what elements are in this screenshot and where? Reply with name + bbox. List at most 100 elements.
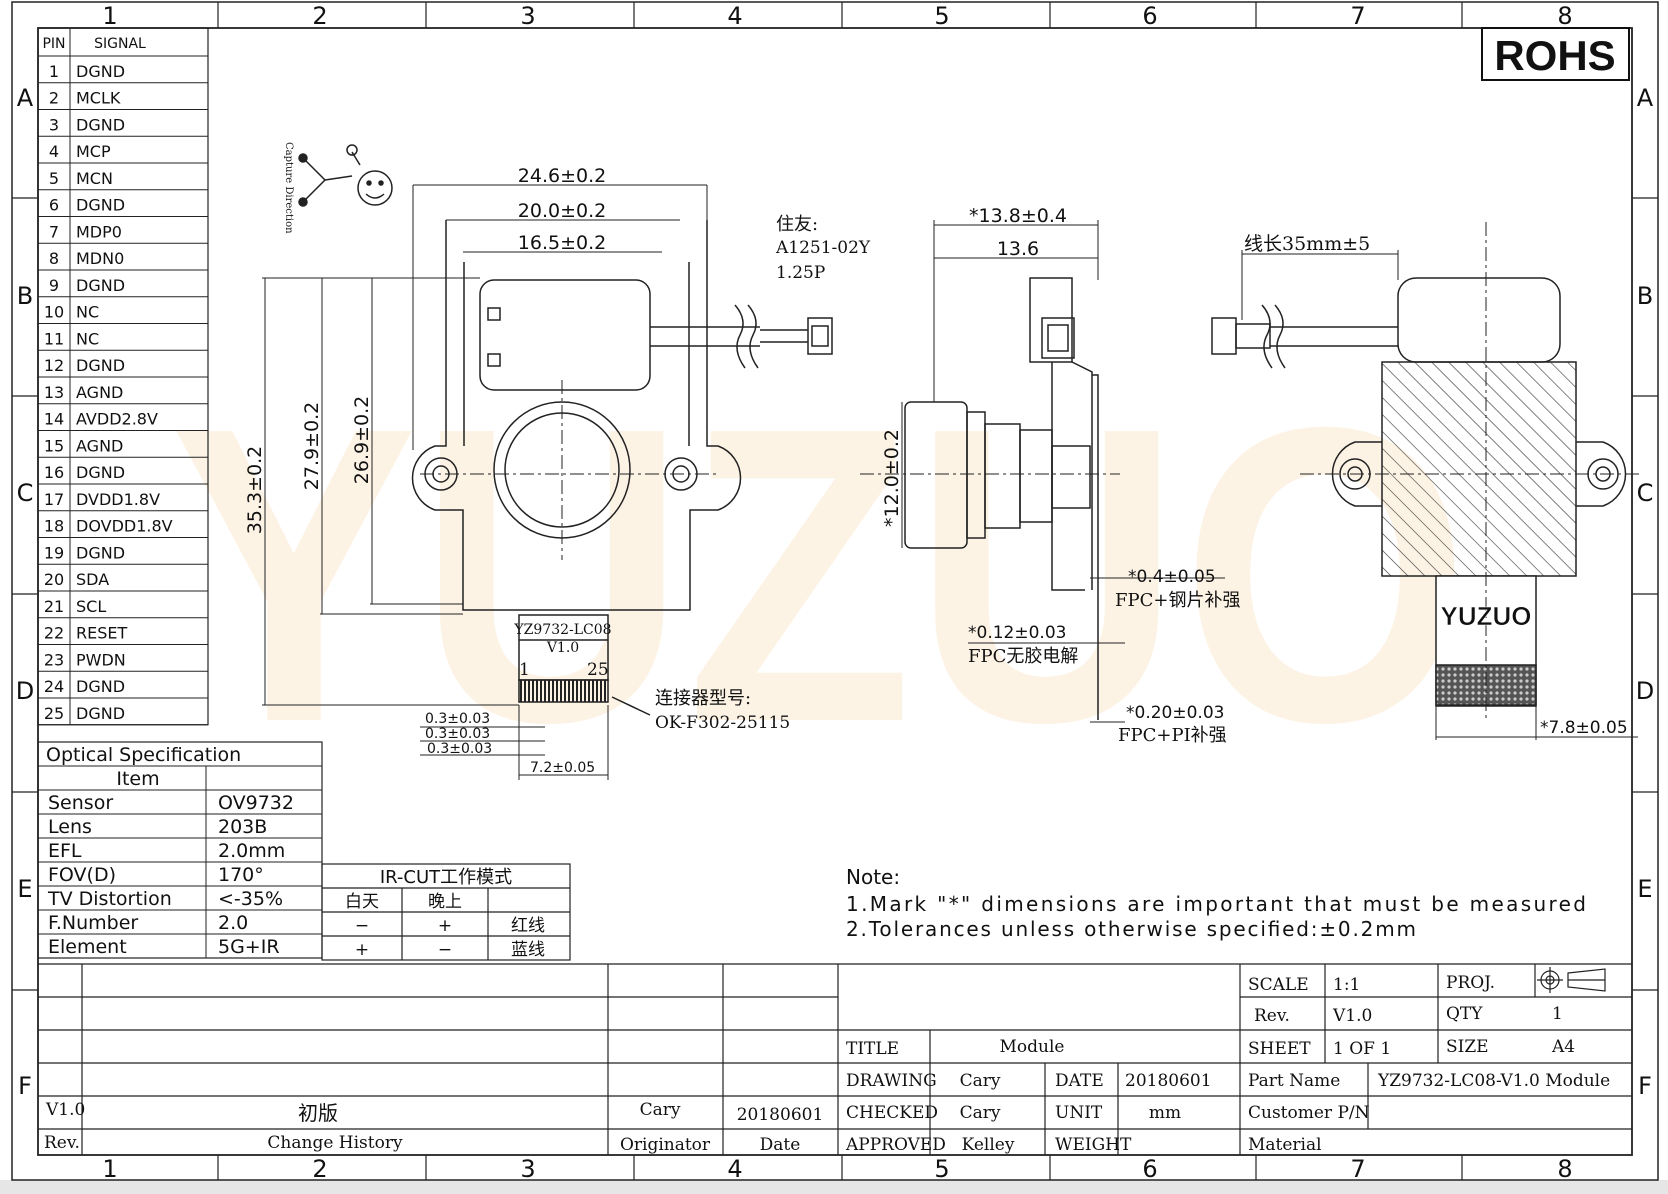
optical-item: Lens — [48, 816, 92, 838]
grid-row-right: C — [1637, 479, 1654, 507]
tb-checked-value: Cary — [960, 1103, 1001, 1123]
board-label-1: YZ9732-LC08 — [513, 622, 611, 638]
tb-qty-value: 1 — [1552, 1004, 1563, 1024]
capture-direction-icon — [298, 144, 393, 207]
side-dimension-lines — [901, 220, 1225, 723]
grid-col-bottom: 6 — [1142, 1155, 1157, 1183]
pin-number: 10 — [44, 303, 64, 322]
grid-row-left: F — [18, 1072, 32, 1100]
tb-sheet-label: SHEET — [1248, 1039, 1311, 1059]
tb-scale-value: 1:1 — [1333, 975, 1360, 995]
fpc-pin-last: 25 — [587, 660, 609, 680]
back-logo: YUZUO — [1441, 601, 1532, 631]
optical-item: F.Number — [48, 912, 138, 934]
side-dim-width-1: *13.8±0.4 — [969, 205, 1067, 227]
tb-title-label: TITLE — [846, 1039, 899, 1059]
pin-signal: NC — [76, 303, 99, 322]
pin-signal: DGND — [76, 463, 125, 482]
connector-vendor: 住友: — [776, 214, 818, 235]
grid-col-bottom: 7 — [1350, 1155, 1365, 1183]
optical-item: EFL — [48, 840, 82, 862]
outer-frame — [11, 1, 1659, 1181]
bottom-scroll-strip[interactable] — [0, 1180, 1668, 1194]
grid-col-top: 5 — [934, 2, 949, 30]
pin-number: 25 — [44, 704, 64, 723]
watermark: YUZUO — [170, 341, 1470, 810]
fpc-connector-label: 连接器型号: — [655, 688, 751, 709]
pin-signal: MDN0 — [76, 249, 124, 268]
tb-change-history: Change History — [267, 1133, 403, 1153]
tb-size-value: A4 — [1551, 1037, 1575, 1057]
pin-signal: DGND — [76, 543, 125, 562]
tb-approved-value: Kelley — [962, 1135, 1015, 1155]
tb-unit-value: mm — [1149, 1103, 1181, 1123]
tb-title-value: Module — [1000, 1037, 1065, 1057]
front-dim-width-3: 16.5±0.2 — [518, 232, 606, 254]
tb-date2-label: DATE — [1055, 1071, 1104, 1091]
optical-value: 2.0mm — [218, 840, 285, 862]
grid-row-right: F — [1638, 1072, 1652, 1100]
pin-signal: AGND — [76, 383, 123, 402]
back-dimension-lines — [1241, 250, 1638, 740]
grid-col-top: 3 — [520, 2, 535, 30]
optical-value: <-35% — [218, 888, 283, 910]
pin-number: 7 — [49, 222, 59, 241]
optical-value: 2.0 — [218, 912, 248, 934]
capture-direction-label: Capture Direction — [283, 142, 294, 234]
tb-unit-label: UNIT — [1055, 1103, 1103, 1123]
pin-signal: MCP — [76, 142, 111, 161]
optical-item: Sensor — [48, 792, 113, 814]
side-dim-fpc: *0.12±0.03 — [968, 623, 1066, 643]
grid-col-top: 6 — [1142, 2, 1157, 30]
grid-col-top: 2 — [312, 2, 327, 30]
pin-number: 21 — [44, 597, 64, 616]
grid-col-bottom: 2 — [312, 1155, 327, 1183]
back-dim-tail: *7.8±0.05 — [1540, 718, 1628, 738]
pin-number: 6 — [49, 196, 59, 215]
connector-pitch: 1.25P — [776, 263, 825, 283]
tb-originator: Cary — [640, 1100, 681, 1120]
tb-revb-label: Rev. — [1254, 1006, 1290, 1026]
tb-drawing-label: DRAWING — [846, 1071, 937, 1091]
tb-proj-label: PROJ. — [1446, 973, 1495, 993]
grid-col-bottom: 4 — [727, 1155, 742, 1183]
side-dim-lens: *12.0±0.2 — [881, 429, 903, 527]
pin-number: 17 — [44, 490, 64, 509]
pin-signal: DOVDD1.8V — [76, 517, 173, 536]
pin-signal: MCN — [76, 169, 113, 188]
pin-number: 1 — [49, 62, 59, 81]
optical-value: 203B — [218, 816, 267, 838]
tb-weight-label: WEIGHT — [1055, 1135, 1132, 1155]
pin-signal: DGND — [76, 704, 125, 723]
ircut-r1c2: + — [438, 916, 452, 936]
side-label-pi: FPC+PI补强 — [1118, 725, 1227, 746]
tb-rev-value: V1.0 — [45, 1100, 85, 1120]
tb-date-label: Date — [760, 1135, 801, 1155]
pin-signal: RESET — [76, 624, 127, 643]
board-label-2: V1.0 — [546, 640, 579, 656]
ircut-table — [321, 863, 571, 961]
pin-signal: AVDD2.8V — [76, 410, 158, 429]
grid-col-top: 7 — [1350, 2, 1365, 30]
pin-number: 23 — [44, 650, 64, 669]
pin-signal: DGND — [76, 356, 125, 375]
rohs-box — [1481, 27, 1630, 81]
pin-signal: PWDN — [76, 650, 126, 669]
grid-col-top: 8 — [1557, 2, 1572, 30]
optical-item: FOV(D) — [48, 864, 116, 886]
front-dim-height-3: 26.9±0.2 — [351, 396, 373, 484]
front-dimension-lines — [262, 184, 708, 780]
fpc-connector-part: OK-F302-25115 — [655, 713, 790, 733]
notes-title: Note: — [846, 865, 900, 889]
grid-row-left: A — [17, 84, 34, 112]
pin-number: 9 — [49, 276, 59, 295]
tb-date-value: 20180601 — [737, 1105, 824, 1125]
ircut-r2c2: − — [438, 940, 452, 960]
pin-number: 19 — [44, 543, 64, 562]
grid-col-top: 4 — [727, 2, 742, 30]
optical-value: OV9732 — [218, 792, 294, 814]
ircut-title: IR-CUT工作模式 — [380, 867, 512, 888]
grid-row-left: C — [17, 479, 34, 507]
